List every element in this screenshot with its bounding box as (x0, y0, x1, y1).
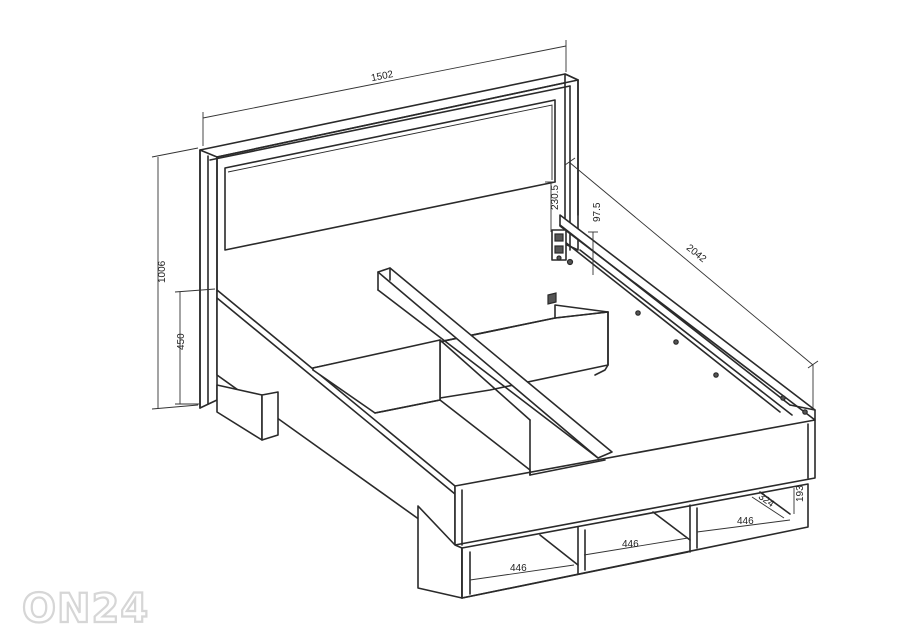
dim-rail-height: 97.5 (592, 202, 603, 222)
dim-drawer-height: 193 (795, 485, 806, 502)
footboard (454, 419, 816, 546)
center-support-beam (377, 267, 613, 459)
storage-interior (312, 292, 609, 476)
rail-bracket (551, 229, 567, 261)
dim-overall-length: 2042 (684, 243, 709, 266)
dim-overall-width: 1502 (370, 69, 394, 84)
headboard-frame-right-post (564, 73, 579, 251)
dim-frame-height: 450 (176, 333, 187, 350)
right-side-rail (559, 214, 816, 421)
dim-drawer-width-mid: 446 (622, 539, 639, 550)
bed-frame (216, 214, 816, 546)
center-beam (377, 267, 613, 459)
headboard (199, 73, 579, 409)
fitting-bracket (547, 292, 557, 305)
dim-drawer-width-left: 446 (510, 563, 527, 574)
dim-drawer-width-right: 446 (737, 516, 754, 527)
dim-panel-offset: 230.5 (550, 185, 561, 210)
dimension-lines (151, 40, 819, 581)
left-rear-leg (216, 384, 263, 441)
dimension-labels: 1502 2042 1006 450 230.5 97.5 446 446 44… (157, 69, 806, 574)
left-mid-leg (261, 391, 279, 441)
watermark-logo: ON24 (22, 586, 149, 632)
drawers (417, 483, 809, 599)
dim-overall-height: 1006 (157, 260, 168, 283)
